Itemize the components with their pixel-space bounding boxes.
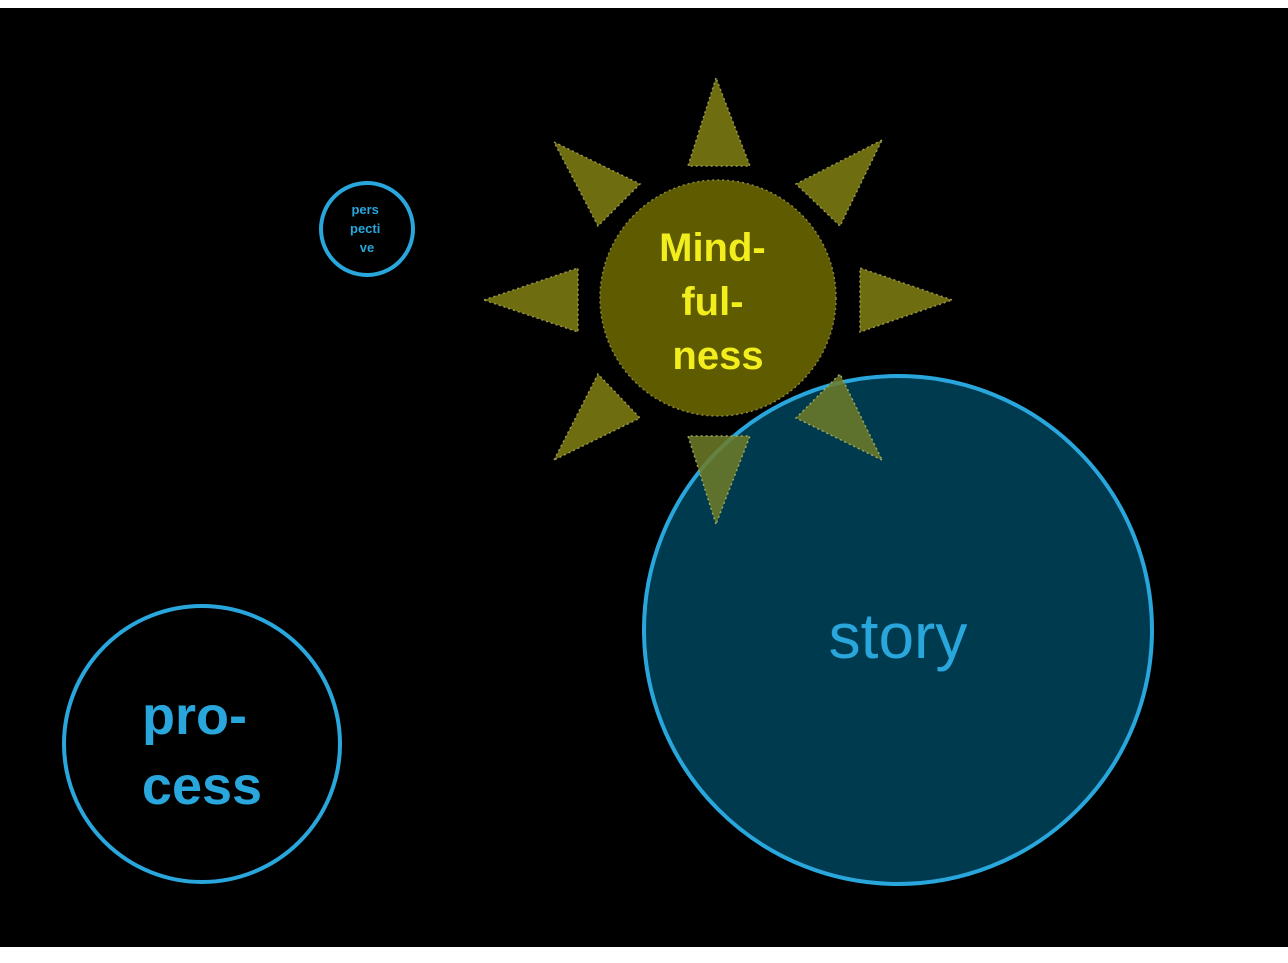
- story-label: story: [829, 600, 968, 672]
- sun-ray-right: [859, 266, 955, 334]
- sun-ray-bottom-right: [794, 372, 884, 462]
- perspective-line-1: pers: [351, 202, 378, 217]
- process-line-1: pro-: [142, 686, 247, 746]
- diagram-canvas: Mind- ful- ness story pers pecti ve pro-…: [0, 8, 1288, 947]
- sun-rays-overlap: [686, 372, 884, 527]
- mindfulness-label: Mind- ful- ness: [659, 226, 777, 378]
- mindfulness-sun-circle[interactable]: [599, 179, 837, 417]
- perspective-line-3: ve: [360, 240, 374, 255]
- sun-ray-bottom: [686, 435, 752, 527]
- process-label: pro- cess: [142, 686, 262, 816]
- sun-ray-top: [686, 75, 752, 167]
- perspective-label: pers pecti ve: [350, 202, 384, 255]
- perspective-circle[interactable]: [319, 181, 415, 277]
- sun-ray-left: [481, 266, 579, 334]
- sun-ray-top-left: [552, 140, 642, 228]
- story-circle[interactable]: [642, 374, 1154, 886]
- diagram-svg: Mind- ful- ness story pers pecti ve pro-…: [62, 75, 1154, 886]
- mindfulness-line-1: Mind-: [659, 226, 766, 270]
- mindfulness-line-2: ful-: [681, 280, 743, 324]
- process-circle[interactable]: [62, 604, 342, 884]
- sun-rays: [481, 75, 955, 462]
- sun-ray-top-right: [794, 138, 884, 228]
- sun-ray-bottom-left: [552, 372, 642, 462]
- perspective-line-2: pecti: [350, 221, 380, 236]
- mindfulness-line-3: ness: [672, 334, 763, 378]
- process-line-2: cess: [142, 756, 262, 816]
